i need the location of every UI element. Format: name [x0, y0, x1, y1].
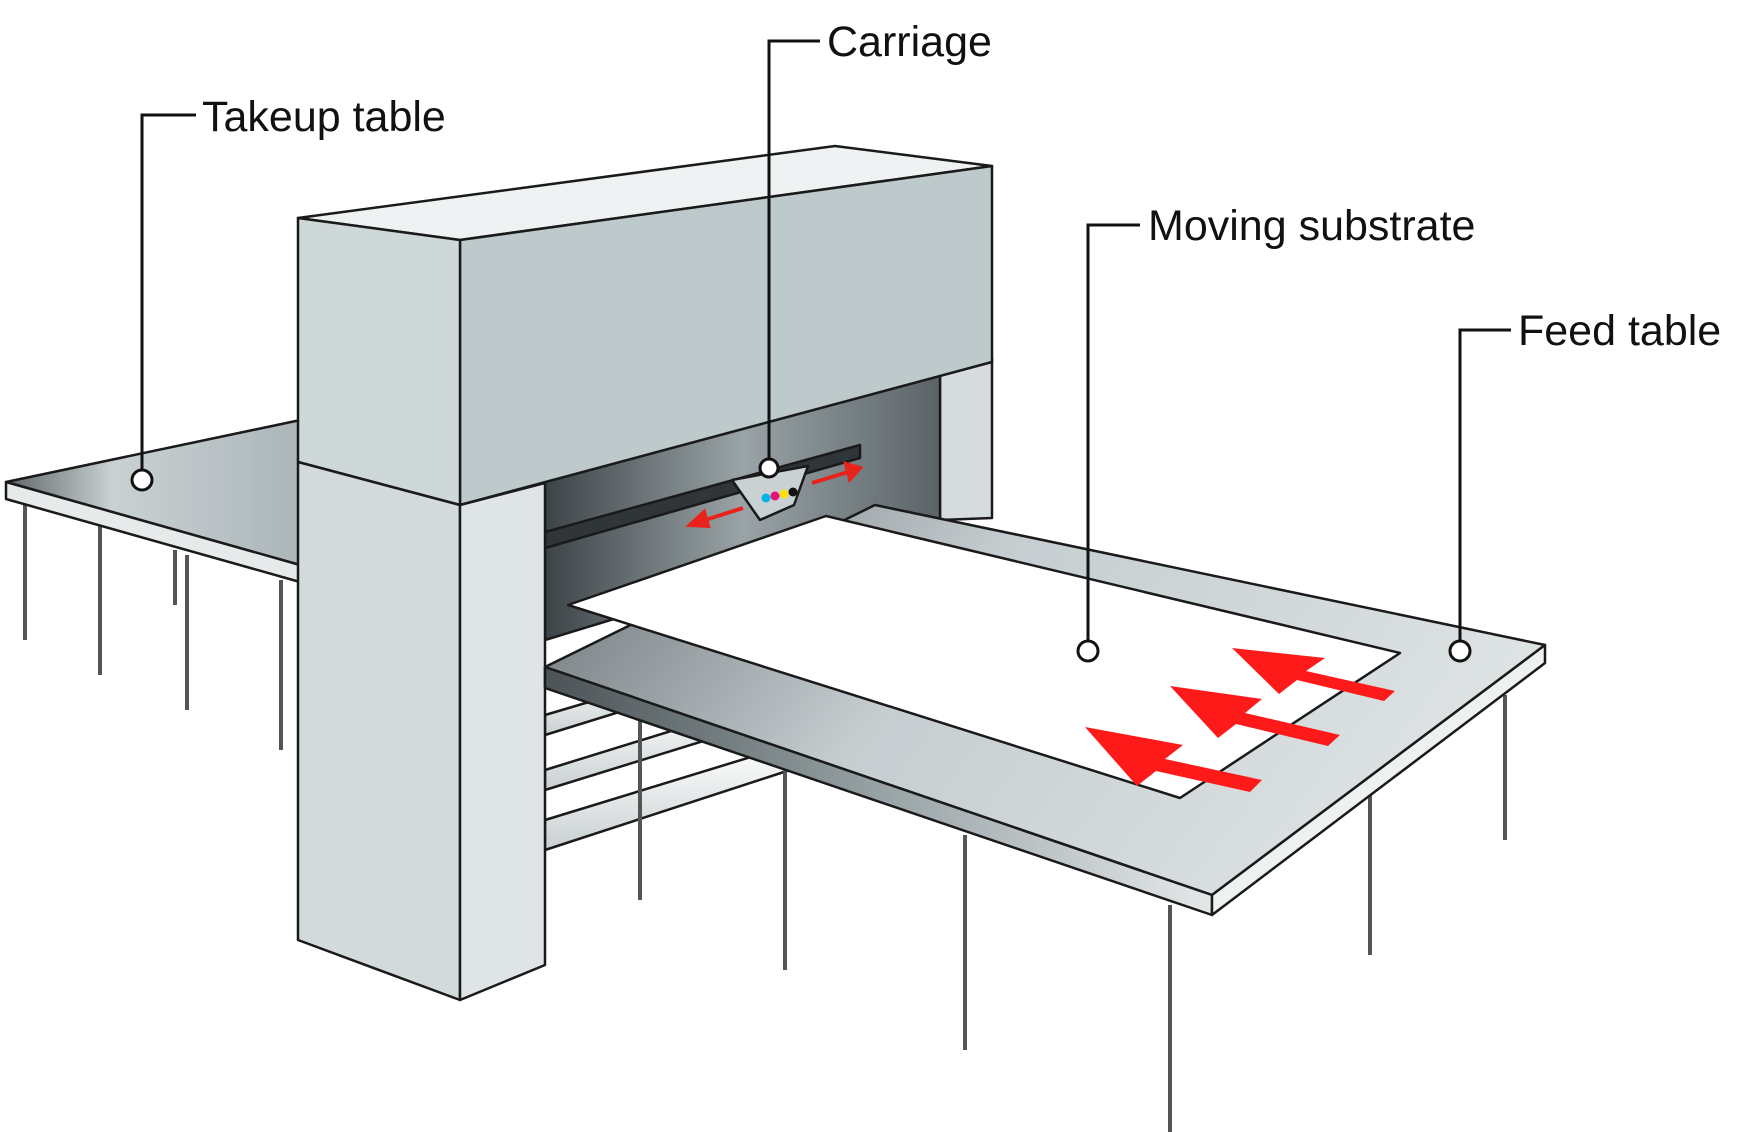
magenta-ink-icon [770, 491, 780, 501]
label-takeup-table: Takeup table [202, 93, 446, 141]
callout-dot-takeup-table [130, 468, 154, 492]
callout-takeup-table: Takeup table [130, 93, 446, 492]
feed-direction-arrows [1085, 648, 1395, 792]
callout-feed-table: Feed table [1448, 307, 1721, 663]
feed-arrow-1 [1232, 648, 1395, 701]
arrow-right-icon [843, 461, 864, 484]
feed-table-legs [638, 695, 1507, 1132]
carriage-motion-arrows [685, 461, 864, 529]
label-moving-substrate: Moving substrate [1148, 202, 1475, 250]
moving-substrate [566, 514, 1402, 800]
carriage-head [730, 464, 810, 522]
callout-carriage: Carriage [758, 18, 992, 479]
yellow-ink-icon [779, 489, 789, 499]
arrow-left-icon [685, 508, 711, 529]
label-feed-table: Feed table [1518, 307, 1721, 355]
feed-arrow-2 [1170, 686, 1340, 746]
substrate-sheet [566, 514, 1402, 800]
carriage [685, 461, 864, 529]
callout-moving-substrate: Moving substrate [1076, 202, 1475, 663]
housing-upper-left [296, 216, 462, 507]
black-ink-icon [788, 487, 798, 497]
takeup-table-legs [23, 500, 283, 750]
callout-dot-carriage [758, 457, 780, 479]
feed-arrow-3 [1085, 727, 1262, 792]
housing-left-pillar-front [458, 481, 547, 1002]
housing-left-pillar-side [296, 460, 462, 1002]
printer-housing [296, 144, 994, 1002]
cyan-ink-icon [761, 493, 771, 503]
housing-right-pillar [938, 356, 994, 522]
takeup-table [4, 416, 312, 750]
callout-dot-moving-substrate [1076, 639, 1100, 663]
label-carriage: Carriage [827, 18, 992, 66]
feed-table-right-edge [1210, 643, 1547, 917]
callout-dot-feed-table [1448, 639, 1472, 663]
